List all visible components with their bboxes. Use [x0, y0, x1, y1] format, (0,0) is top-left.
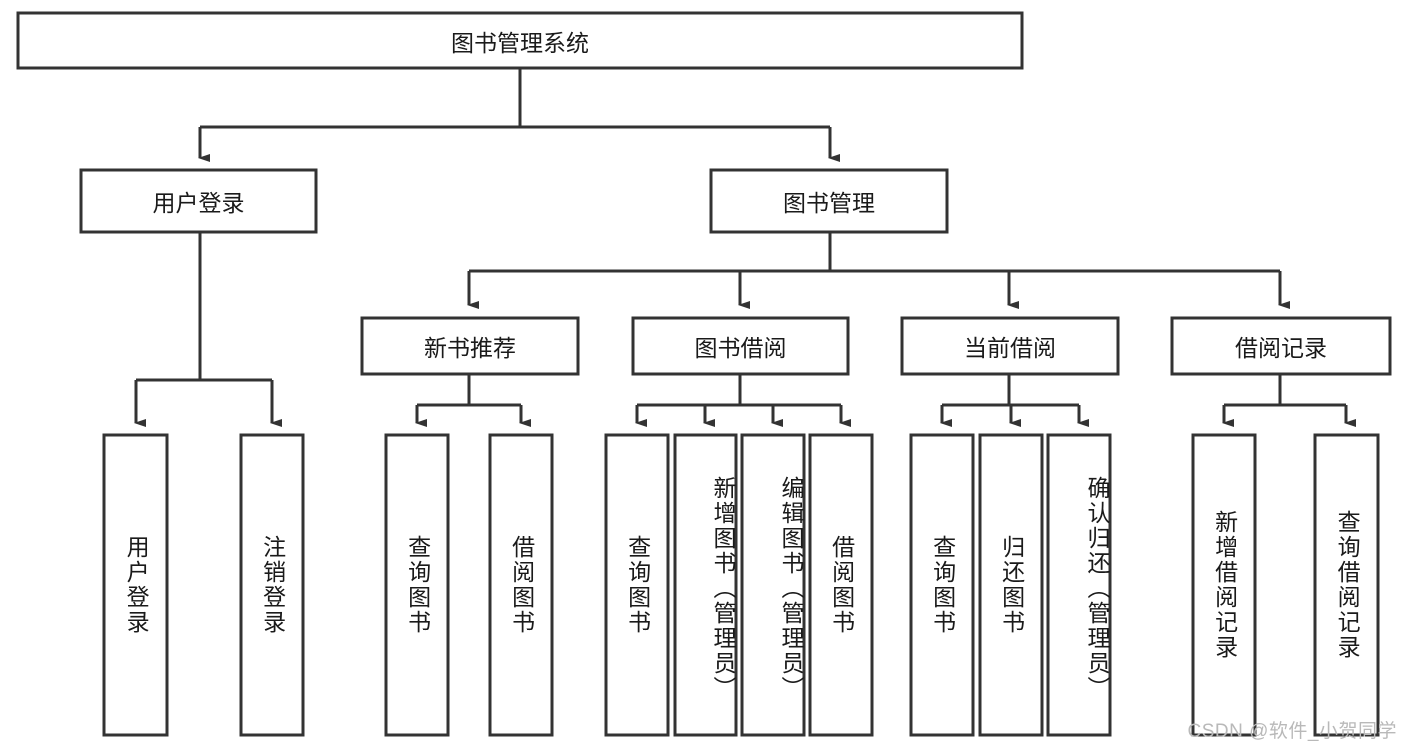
- leaf-box-new-book-1[interactable]: [488, 433, 554, 737]
- leaf-box-book-borrow-2[interactable]: [740, 433, 806, 737]
- node-root[interactable]: [16, 11, 1024, 70]
- leaf-box-current-borrow-1[interactable]: [978, 433, 1044, 737]
- leaf-box-book-borrow-1[interactable]: [673, 433, 738, 737]
- node-book-manage[interactable]: [709, 168, 949, 234]
- leaf-box-borrow-records-0[interactable]: [1191, 433, 1257, 737]
- csdn-watermark: CSDN @软件_小贺同学: [1187, 721, 1397, 742]
- leaf-box-book-borrow-3[interactable]: [808, 433, 874, 737]
- leaf-box-user-login-0[interactable]: [102, 433, 169, 737]
- node-borrow-records[interactable]: [1170, 316, 1392, 376]
- leaf-box-new-book-0[interactable]: [384, 433, 450, 737]
- leaf-box-current-borrow-2[interactable]: [1046, 433, 1112, 737]
- leaf-box-book-borrow-0[interactable]: [604, 433, 670, 737]
- node-new-book-recommend[interactable]: [360, 316, 580, 376]
- node-book-borrow[interactable]: [631, 316, 850, 376]
- leaf-box-current-borrow-0[interactable]: [909, 433, 975, 737]
- node-user-login[interactable]: [79, 168, 318, 234]
- node-current-borrow[interactable]: [900, 316, 1120, 376]
- leaf-box-borrow-records-1[interactable]: [1313, 433, 1380, 737]
- leaf-box-user-login-1[interactable]: [239, 433, 305, 737]
